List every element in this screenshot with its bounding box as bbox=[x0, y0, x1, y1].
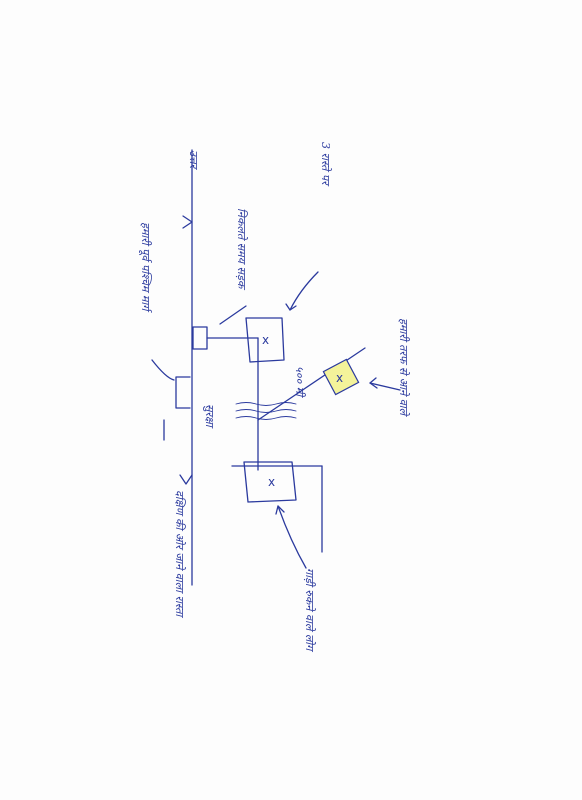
label-right-side: हमारी तरफ से आने वाले bbox=[397, 318, 410, 418]
pointer-head-upper bbox=[285, 303, 297, 311]
hatch-1 bbox=[235, 402, 297, 406]
label-mid-note: निकलते समय सड़क bbox=[235, 208, 248, 291]
mark-x2: x bbox=[268, 475, 275, 489]
label-bottom-road: दक्षिण की ओर जाने वाला रास्ता bbox=[173, 490, 186, 618]
label-top-road: उत्तर bbox=[187, 150, 200, 171]
label-left-note: हमारी पूर्व पश्चिम मार्ग bbox=[138, 222, 152, 313]
upper-structure bbox=[245, 317, 285, 363]
hatch-3 bbox=[235, 416, 297, 420]
pointer-arrow-box bbox=[369, 382, 401, 391]
highlighted-box bbox=[322, 358, 360, 396]
small-box-on-road bbox=[192, 326, 208, 350]
label-right-upper: 3 रास्ते पर bbox=[319, 142, 332, 187]
label-small: सुरक्षा bbox=[203, 404, 216, 429]
label-bottom-right: गाड़ी रुकने वाले लोग bbox=[303, 568, 316, 653]
hatch-2 bbox=[235, 409, 297, 413]
mark-x1: x bbox=[262, 333, 269, 347]
road-arrow-top bbox=[182, 215, 193, 229]
lower-structure bbox=[243, 461, 297, 503]
pointer-head-box bbox=[369, 377, 378, 389]
pointer-arrow-upper bbox=[289, 271, 319, 311]
pointer-arrow-mid bbox=[219, 305, 247, 325]
pointer-arrow-lower bbox=[277, 505, 307, 569]
label-distance: ५०० मी bbox=[293, 366, 306, 398]
left-bracket bbox=[175, 376, 191, 409]
pointer-arrow-left bbox=[151, 359, 175, 381]
road-arrow-bottom bbox=[179, 474, 193, 485]
mark-x3: x bbox=[336, 371, 343, 385]
pointer-head-lower bbox=[275, 505, 285, 515]
